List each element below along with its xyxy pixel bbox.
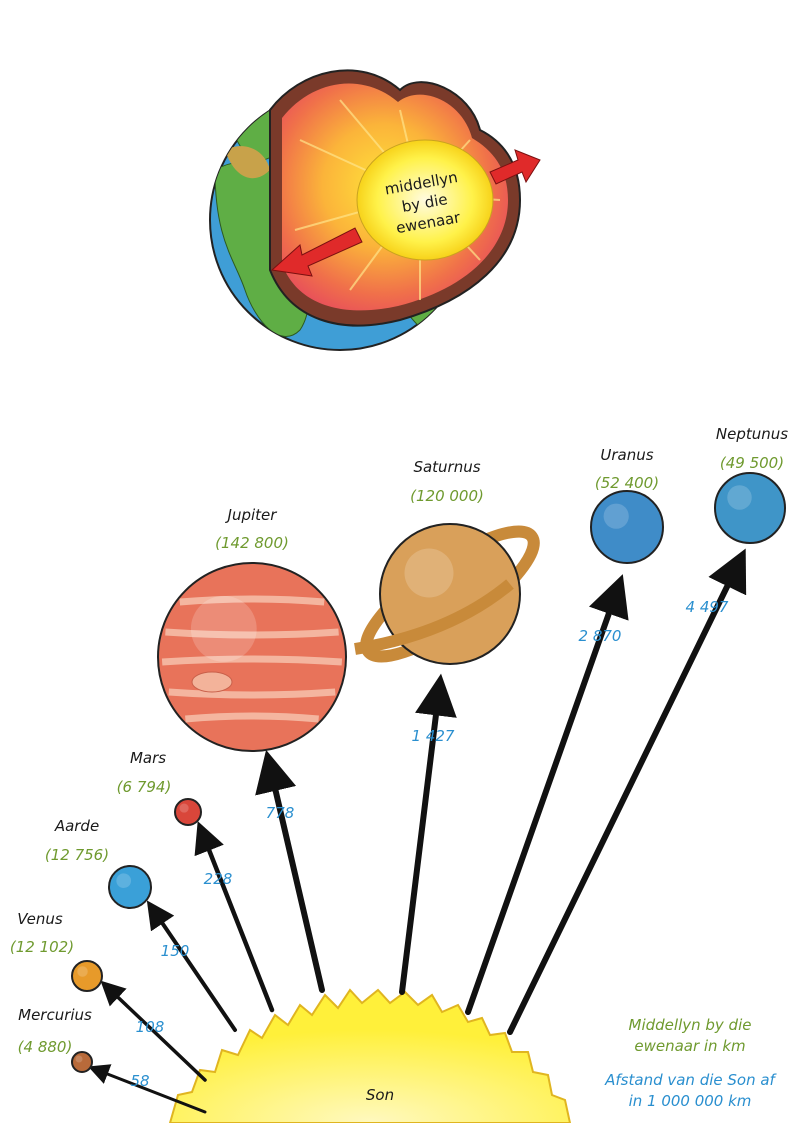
distance-arrow-mars bbox=[194, 821, 275, 1013]
planet-distance-venus: 108 bbox=[136, 1018, 165, 1036]
planet-diameter-mercurius: (4 880) bbox=[18, 1038, 73, 1056]
planet-body-uranus bbox=[590, 490, 664, 564]
planet-body-mercurius bbox=[71, 1051, 93, 1073]
saturn-ring-front bbox=[354, 579, 514, 655]
planet-diameter-venus: (12 102) bbox=[10, 938, 74, 956]
planet-distance-uranus: 2 870 bbox=[579, 627, 622, 645]
planet-body-aarde bbox=[108, 865, 152, 909]
jupiter-band bbox=[185, 712, 319, 723]
arrow-left bbox=[270, 227, 363, 277]
jupiter-great-red-spot bbox=[191, 671, 233, 693]
planet-name-mars: Mars bbox=[130, 749, 166, 767]
planet-name-neptunus: Neptunus bbox=[716, 425, 788, 443]
planet-diameter-neptunus: (49 500) bbox=[720, 454, 784, 472]
planet-highlight bbox=[603, 503, 629, 529]
planet-body-venus bbox=[71, 960, 103, 992]
jupiter-band bbox=[168, 688, 336, 699]
planet-mars: Mars (6 794) 228 bbox=[117, 749, 275, 1013]
planet-mercurius: Mercurius (4 880) 58 bbox=[18, 1006, 207, 1114]
planet-body-neptunus bbox=[714, 472, 786, 544]
planet-layer: Mercurius (4 880) 58 Venus (12 102) 108 Aarde (… bbox=[10, 425, 788, 1114]
planet-name-mercurius: Mercurius bbox=[18, 1006, 92, 1024]
planet-name-aarde: Aarde bbox=[54, 817, 99, 835]
distance-arrow-venus bbox=[100, 980, 207, 1082]
planet-distance-jupiter: 778 bbox=[266, 804, 295, 822]
planet-highlight bbox=[116, 873, 132, 889]
sun-body bbox=[168, 988, 572, 1123]
planet-highlight bbox=[404, 548, 454, 598]
distance-arrow-uranus bbox=[465, 574, 629, 1015]
planet-name-venus: Venus bbox=[17, 910, 63, 928]
jupiter-band bbox=[179, 595, 325, 606]
planet-highlight bbox=[179, 803, 189, 813]
planet-diameter-uranus: (52 400) bbox=[595, 474, 659, 492]
planet-distance-neptunus: 4 497 bbox=[686, 598, 729, 616]
planet-distance-mars: 228 bbox=[204, 870, 233, 888]
planet-distance-saturnus: 1 427 bbox=[412, 727, 455, 745]
planet-diameter-mars: (6 794) bbox=[117, 778, 172, 796]
sun-label: Son bbox=[366, 1086, 394, 1104]
planet-distance-aarde: 150 bbox=[161, 942, 190, 960]
arrow-right bbox=[489, 149, 541, 185]
planet-highlight bbox=[727, 485, 752, 510]
jupiter-band bbox=[161, 655, 343, 666]
planet-highlight bbox=[77, 966, 88, 977]
legend: Middellyn by die ewenaar in km Afstand v… bbox=[604, 1016, 777, 1110]
planet-jupiter: Jupiter (142 800) 778 bbox=[157, 506, 347, 993]
jupiter-band bbox=[165, 628, 339, 639]
globe-polar-cap bbox=[350, 22, 470, 58]
globe-desert bbox=[225, 146, 270, 179]
planet-aarde: Aarde (12 756) 150 bbox=[45, 817, 237, 1032]
planet-highlight bbox=[75, 1055, 83, 1063]
planet-name-jupiter: Jupiter bbox=[225, 506, 278, 524]
planet-diameter-jupiter: (142 800) bbox=[215, 534, 289, 552]
planet-saturnus: Saturnus (120 000) 1 427 bbox=[354, 458, 540, 995]
planet-venus: Venus (12 102) 108 bbox=[10, 910, 207, 1082]
legend-distance-line2: in 1 000 000 km bbox=[629, 1092, 752, 1110]
distance-arrow-neptunus bbox=[507, 548, 747, 1035]
legend-distance-line1: Afstand van die Son af bbox=[604, 1071, 777, 1089]
planet-highlight bbox=[190, 595, 257, 662]
planet-diameter-aarde: (12 756) bbox=[45, 846, 109, 864]
distance-arrow-saturnus bbox=[399, 673, 457, 995]
equator-diameter-arrows bbox=[270, 149, 541, 277]
sun: Son bbox=[168, 988, 572, 1123]
distance-arrow-mercurius bbox=[88, 1064, 207, 1114]
planet-name-uranus: Uranus bbox=[600, 446, 653, 464]
planet-distance-mercurius: 58 bbox=[130, 1072, 149, 1090]
legend-diameter-line2: ewenaar in km bbox=[634, 1037, 745, 1055]
legend-diameter-line1: Middellyn by die bbox=[629, 1016, 752, 1034]
planet-neptunus: Neptunus (49 500) 4 497 bbox=[507, 425, 788, 1035]
planet-uranus: Uranus (52 400) 2 870 bbox=[465, 446, 664, 1015]
distance-arrow-jupiter bbox=[255, 749, 325, 993]
planet-diameter-saturnus: (120 000) bbox=[410, 487, 484, 505]
planet-name-saturnus: Saturnus bbox=[413, 458, 480, 476]
distance-arrow-aarde bbox=[146, 900, 237, 1032]
earth-cutaway: middellyn by die ewenaar bbox=[209, 22, 541, 351]
earth-core bbox=[356, 139, 494, 261]
planet-body-mars bbox=[174, 798, 202, 826]
